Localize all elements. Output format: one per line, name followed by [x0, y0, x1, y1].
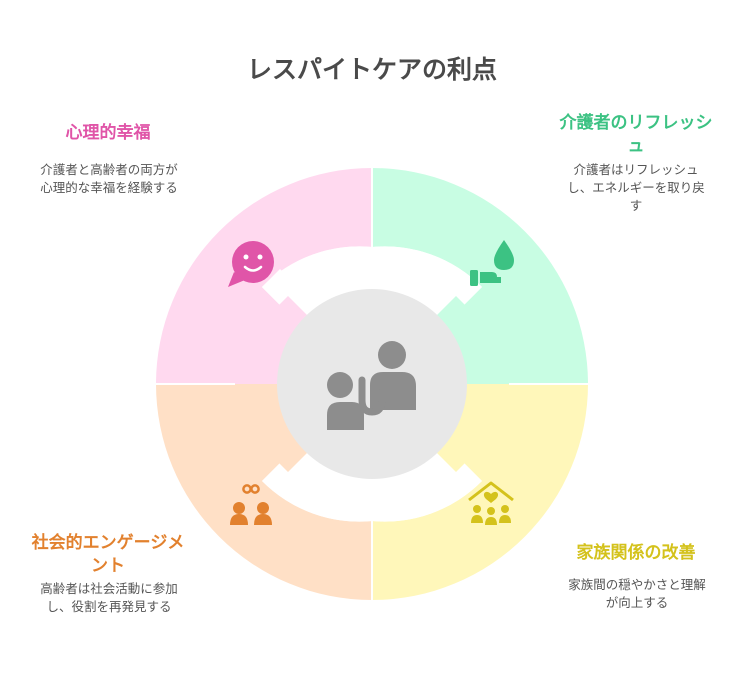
desc-family-relations: 家族間の穏やかさと理解が向上する — [568, 577, 706, 610]
heading-family-relations: 家族関係の改善 — [576, 543, 696, 563]
water-hand-icon — [470, 240, 514, 286]
linked-people-icon — [230, 484, 272, 525]
desc-caregiver-refresh: 介護者はリフレッシュし、エネルギーを取り戻す — [567, 162, 705, 213]
heading-psychological-wellbeing: 心理的幸福 — [65, 123, 151, 143]
caregiver-and-elder-icon — [327, 341, 416, 430]
segment-bottom-left — [156, 384, 372, 600]
heading-social-engagement: 社会的エンゲージメント — [31, 533, 185, 576]
desc-psychological-wellbeing: 介護者と高齢者の両方が心理的な幸福を経験する — [40, 162, 178, 195]
desc-social-engagement: 高齢者は社会活動に参加し、役割を再発見する — [40, 581, 178, 614]
smile-chat-icon — [228, 241, 274, 287]
heading-caregiver-refresh: 介護者のリフレッシュ — [559, 113, 713, 156]
diagram-title: レスパイトケアの利点 — [246, 55, 497, 84]
family-house-icon — [468, 481, 514, 525]
